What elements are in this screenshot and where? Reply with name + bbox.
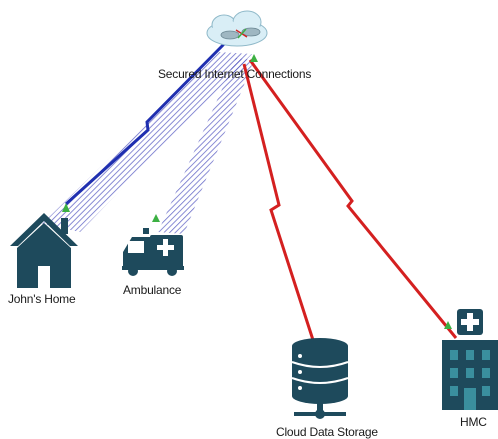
hospital-building-icon[interactable] (442, 309, 498, 410)
cloud-router-icon[interactable] (206, 10, 268, 47)
wireless-link-ambulance[interactable] (158, 58, 254, 234)
house-icon[interactable] (10, 213, 78, 288)
serial-link-storage[interactable] (242, 63, 315, 341)
serial-link-hmc[interactable] (248, 59, 458, 339)
link-status-cloud-icon (250, 54, 258, 62)
database-server-icon[interactable] (291, 338, 349, 419)
cloud-label: Secured Internet Connections (158, 67, 312, 81)
ambulance-icon[interactable] (122, 228, 184, 276)
hmc-label: HMC (460, 415, 487, 429)
storage-label: Cloud Data Storage (276, 425, 378, 439)
ambulance-label: Ambulance (123, 283, 182, 297)
link-status-ambulance-icon (152, 214, 160, 222)
home-label: John's Home (8, 292, 76, 306)
cable-link-home[interactable] (64, 38, 230, 206)
link-status-hmc-icon (444, 321, 452, 329)
wireless-link-home[interactable] (42, 52, 252, 232)
link-status-home-icon (62, 203, 70, 212)
